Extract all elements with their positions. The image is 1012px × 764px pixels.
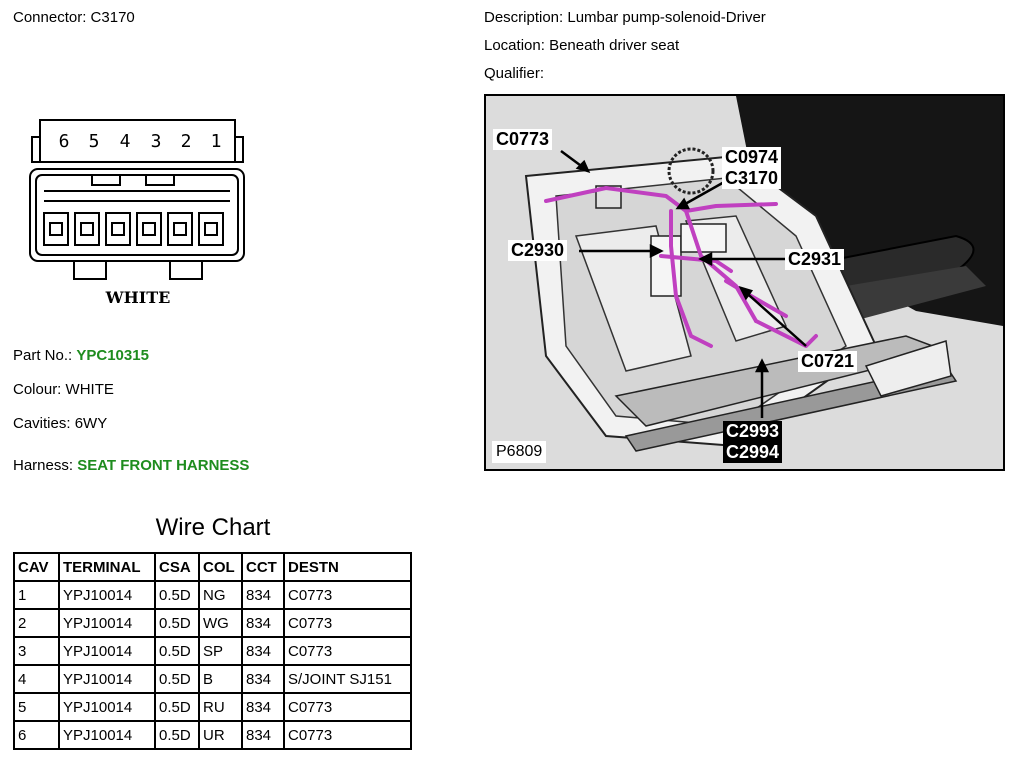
pin-number-3: 3: [151, 131, 162, 152]
wire-chart-header-row: CAV TERMINAL CSA COL CCT DESTN: [13, 552, 412, 582]
pin-number-2: 2: [181, 131, 192, 152]
cell-cav: 5: [13, 692, 60, 722]
cell-cct: 834: [241, 580, 285, 610]
description-value: Lumbar pump-solenoid-Driver: [567, 9, 766, 26]
wire-chart-title: Wire Chart: [155, 514, 271, 541]
cell-destn: C0773: [283, 608, 412, 638]
cavities-line: Cavities: 6WY: [13, 415, 107, 432]
cell-cct: 834: [241, 636, 285, 666]
cell-terminal: YPJ10014: [58, 608, 156, 638]
table-row: 5 YPJ10014 0.5D RU 834 C0773: [13, 692, 412, 722]
connector-line: Connector: C3170: [13, 9, 135, 26]
connector-face-diagram: 6 5 4 3 2 1 WHITE: [29, 119, 245, 307]
callout-c3170: C3170: [722, 168, 782, 189]
part-number-line: Part No.: YPC10315: [13, 347, 149, 364]
cavities-label: Cavities:: [13, 415, 71, 432]
callout-c0974: C0974: [722, 147, 782, 168]
cell-cct: 834: [241, 608, 285, 638]
part-number-label: Part No.:: [13, 347, 73, 364]
cell-cav: 3: [13, 636, 60, 666]
header-cct: CCT: [241, 552, 285, 582]
cell-csa: 0.5D: [154, 636, 200, 666]
table-row: 2 YPJ10014 0.5D WG 834 C0773: [13, 608, 412, 638]
description-line: Description: Lumbar pump-solenoid-Driver: [484, 9, 766, 26]
header-destn: DESTN: [283, 552, 412, 582]
callout-c2993: C2993: [723, 421, 783, 442]
pin-number-4: 4: [120, 131, 131, 152]
seat-frame-drawing: [486, 96, 1003, 469]
cell-cav: 2: [13, 608, 60, 638]
location-line: Location: Beneath driver seat: [484, 37, 679, 54]
pin-number-5: 5: [89, 131, 100, 152]
cell-destn: C0773: [283, 636, 412, 666]
cell-terminal: YPJ10014: [58, 664, 156, 694]
cell-destn: C0773: [283, 720, 412, 750]
wire-chart-table: CAV TERMINAL CSA COL CCT DESTN 1 YPJ1001…: [13, 552, 412, 750]
table-row: 4 YPJ10014 0.5D B 834 S/JOINT SJ151: [13, 664, 412, 694]
header-col: COL: [198, 552, 243, 582]
harness-link[interactable]: SEAT FRONT HARNESS: [77, 457, 250, 474]
cavities-value: 6WY: [74, 415, 108, 432]
cell-terminal: YPJ10014: [58, 692, 156, 722]
cell-col: NG: [198, 580, 243, 610]
pin-number-1: 1: [211, 131, 222, 152]
table-row: 6 YPJ10014 0.5D UR 834 C0773: [13, 720, 412, 750]
description-label: Description:: [484, 9, 564, 26]
cell-terminal: YPJ10014: [58, 580, 156, 610]
cell-destn: S/JOINT SJ151: [283, 664, 412, 694]
cell-cav: 1: [13, 580, 60, 610]
location-illustration: C0773 C0974 C3170 C2930 C2931 C0721 C299…: [484, 94, 1005, 471]
cell-cct: 834: [241, 720, 285, 750]
part-number-link[interactable]: YPC10315: [76, 347, 149, 364]
qualifier-label: Qualifier:: [484, 65, 545, 82]
cell-cav: 6: [13, 720, 60, 750]
header-csa: CSA: [154, 552, 200, 582]
connector-label: Connector:: [13, 9, 87, 26]
connector-color-text: WHITE: [105, 288, 171, 307]
colour-label: Colour:: [13, 381, 62, 398]
colour-value: WHITE: [65, 381, 114, 398]
cell-col: B: [198, 664, 243, 694]
callout-c2930: C2930: [508, 240, 568, 261]
pin-number-6: 6: [59, 131, 70, 152]
photo-reference: P6809: [492, 441, 547, 463]
cell-terminal: YPJ10014: [58, 636, 156, 666]
cell-cct: 834: [241, 692, 285, 722]
harness-label: Harness:: [13, 457, 74, 474]
cell-cct: 834: [241, 664, 285, 694]
callout-c0721: C0721: [798, 351, 858, 372]
cell-csa: 0.5D: [154, 608, 200, 638]
cell-csa: 0.5D: [154, 692, 200, 722]
qualifier-line: Qualifier:: [484, 65, 544, 82]
cell-col: WG: [198, 608, 243, 638]
cell-destn: C0773: [283, 580, 412, 610]
cell-col: RU: [198, 692, 243, 722]
cell-col: SP: [198, 636, 243, 666]
header-terminal: TERMINAL: [58, 552, 156, 582]
table-row: 1 YPJ10014 0.5D NG 834 C0773: [13, 580, 412, 610]
callout-c2994: C2994: [723, 442, 783, 463]
cell-destn: C0773: [283, 692, 412, 722]
cell-csa: 0.5D: [154, 580, 200, 610]
location-label: Location:: [484, 37, 545, 54]
callout-c0773: C0773: [493, 129, 553, 150]
colour-line: Colour: WHITE: [13, 381, 114, 398]
cell-csa: 0.5D: [154, 664, 200, 694]
cell-cav: 4: [13, 664, 60, 694]
harness-route: [544, 186, 818, 348]
connector-value: C3170: [90, 9, 135, 26]
harness-line: Harness: SEAT FRONT HARNESS: [13, 457, 249, 474]
callout-c2931: C2931: [785, 249, 845, 270]
table-row: 3 YPJ10014 0.5D SP 834 C0773: [13, 636, 412, 666]
location-value: Beneath driver seat: [549, 37, 680, 54]
header-cav: CAV: [13, 552, 60, 582]
cell-csa: 0.5D: [154, 720, 200, 750]
cell-terminal: YPJ10014: [58, 720, 156, 750]
cell-col: UR: [198, 720, 243, 750]
